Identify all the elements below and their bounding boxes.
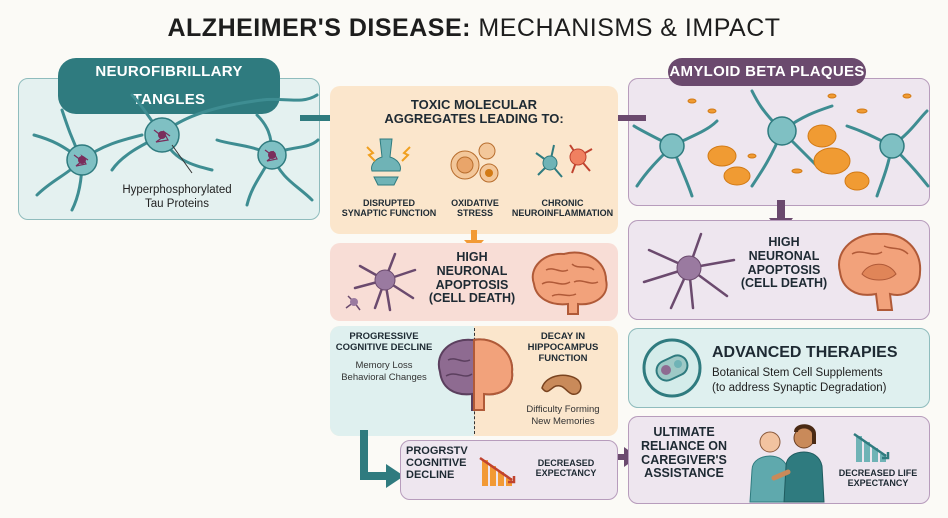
toxic-item-3: CHRONIC NEUROINFLAMMATION [505, 198, 620, 219]
toxic-heading-line2: AGGREGATES LEADING TO: [384, 111, 564, 127]
cognitive-right-heading: DECAY IN HIPPOCAMPUS FUNCTION [508, 331, 618, 365]
toxic-heading-line1: TOXIC MOLECULAR [410, 97, 538, 112]
caregiver-text: ULTIMATE RELIANCE ON CAREGIVER'S ASSISTA… [632, 425, 736, 481]
toxic-item-1: DISRUPTED SYNAPTIC FUNCTION [334, 198, 444, 219]
cognitive-right-heading-line3: FUNCTION [538, 352, 588, 364]
tau-annotation-line2: Tau Proteins [145, 198, 209, 211]
bottom-center-right-line1: DECREASED [537, 458, 595, 468]
apoptosis-right-text: HIGH NEURONAL APOPTOSIS (CELL DEATH) [728, 235, 840, 291]
apoptosis-center-text: HIGH NEURONAL APOPTOSIS (CELL DEATH) [416, 250, 528, 306]
therapies-heading: ADVANCED THERAPIES [712, 344, 898, 361]
apoptosis-center-line4: (CELL DEATH) [428, 291, 516, 306]
bottom-right-right: DECREASED LIFE EXPECTANCY [830, 468, 926, 489]
toxic-item-2-line2: STRESS [456, 208, 493, 219]
tau-annotation-line1: Hyperphosphorylated [122, 184, 232, 196]
toxic-item-2-line1: OXIDATIVE [451, 198, 499, 208]
bottom-center-right-line2: EXPECTANCY [535, 468, 597, 479]
cognitive-left-text: Memory Loss Behavioral Changes [334, 360, 434, 384]
bottom-center-panel [400, 440, 618, 500]
tau-annotation: Hyperphosphorylated Tau Proteins [112, 183, 242, 212]
cognitive-right-text-line2: New Memories [531, 415, 595, 427]
bottom-center-line1: PROGRSTV [406, 445, 468, 457]
amyloid-label: AMYLOID BETA PLAQUES [668, 58, 866, 86]
therapies-line2: (to address Synaptic Degradation) [712, 381, 887, 394]
apoptosis-right-line3: APOPTOSIS [747, 262, 821, 277]
caregiver-line3: CAREGIVER'S [641, 452, 727, 467]
cognitive-left-text-line1: Memory Loss [355, 360, 413, 371]
arrow-toxic-down [464, 230, 484, 251]
apoptosis-right-line4: (CELL DEATH) [740, 276, 828, 291]
arrow-cognitive-to-bottom [360, 430, 404, 488]
caregiver-line4: ASSISTANCE [644, 466, 724, 481]
tangled-neurons-illustration [32, 93, 320, 212]
neuroinflammation-icon [535, 144, 593, 178]
oxidative-stress-icon [450, 142, 499, 183]
dying-neuron-icon [345, 252, 417, 312]
cognitive-right-heading-line1: DECAY IN [540, 331, 586, 342]
toxic-item-1-line2: SYNAPTIC FUNCTION [341, 208, 437, 219]
cognitive-right-text: Difficulty Forming New Memories [508, 404, 618, 428]
brain-decline-icon [437, 338, 514, 411]
cognitive-left-heading-line2: COGNITIVE DECLINE [335, 341, 433, 353]
bottom-right-right-line2: EXPECTANCY [847, 478, 909, 489]
bottom-right-right-line1: DECREASED LIFE [838, 468, 918, 478]
caregiver-line1: ULTIMATE [653, 425, 715, 439]
bottom-center-line2: COGNITIVE [406, 457, 467, 470]
apoptosis-right-line2: NEURONAL [748, 248, 820, 263]
therapies-line1: Botanical Stem Cell Supplements [712, 367, 883, 379]
brain-icon [531, 251, 608, 315]
cognitive-left-text-line2: Behavioral Changes [341, 371, 427, 383]
toxic-item-2: OXIDATIVE STRESS [430, 198, 520, 219]
apoptosis-right-line1: HIGH [768, 235, 800, 249]
caregiver-line2: RELIANCE ON [640, 438, 728, 453]
right-neuron-icon [642, 232, 736, 310]
amyloid-neurons-illustration [632, 89, 930, 198]
bottom-center-line3: DECLINE [406, 469, 455, 482]
cognitive-left-heading-line1: PROGRESSIVE [349, 331, 419, 342]
life-decline-chart-icon [853, 432, 890, 462]
stem-cell-icon [642, 338, 702, 398]
cognitive-right-text-line1: Difficulty Forming [526, 404, 600, 415]
decline-chart-icon [479, 456, 516, 486]
page-title: ALZHEIMER'S DISEASE: MECHANISMS & IMPACT [0, 14, 948, 43]
apoptosis-center-line3: APOPTOSIS [435, 277, 509, 292]
therapies-text: Botanical Stem Cell Supplements (to addr… [712, 366, 926, 396]
toxic-item-3-line2: NEUROINFLAMMATION [511, 208, 614, 219]
bottom-center-text: PROGRSTV COGNITIVE DECLINE [406, 445, 476, 481]
cognitive-right-heading-line2: HIPPOCAMPUS [527, 341, 599, 353]
synapse-icon [366, 138, 411, 186]
brain-sagittal-icon [838, 232, 922, 311]
hippocampus-icon [541, 374, 582, 395]
apoptosis-center-line1: HIGH [456, 250, 488, 264]
apoptosis-center-line2: NEURONAL [436, 263, 508, 278]
title-bold: ALZHEIMER'S DISEASE: [167, 14, 471, 42]
bottom-center-right: DECREASED EXPECTANCY [520, 458, 612, 479]
cognitive-left-heading: PROGRESSIVE COGNITIVE DECLINE [334, 331, 434, 354]
caregiver-icon [749, 424, 825, 503]
toxic-item-3-line1: CHRONIC [541, 198, 584, 208]
title-rest: MECHANISMS & IMPACT [478, 14, 781, 42]
toxic-item-1-line1: DISRUPTED [362, 198, 415, 208]
tangles-label: NEUROFIBRILLARY TANGLES [58, 58, 280, 114]
toxic-heading: TOXIC MOLECULAR AGGREGATES LEADING TO: [330, 97, 618, 127]
